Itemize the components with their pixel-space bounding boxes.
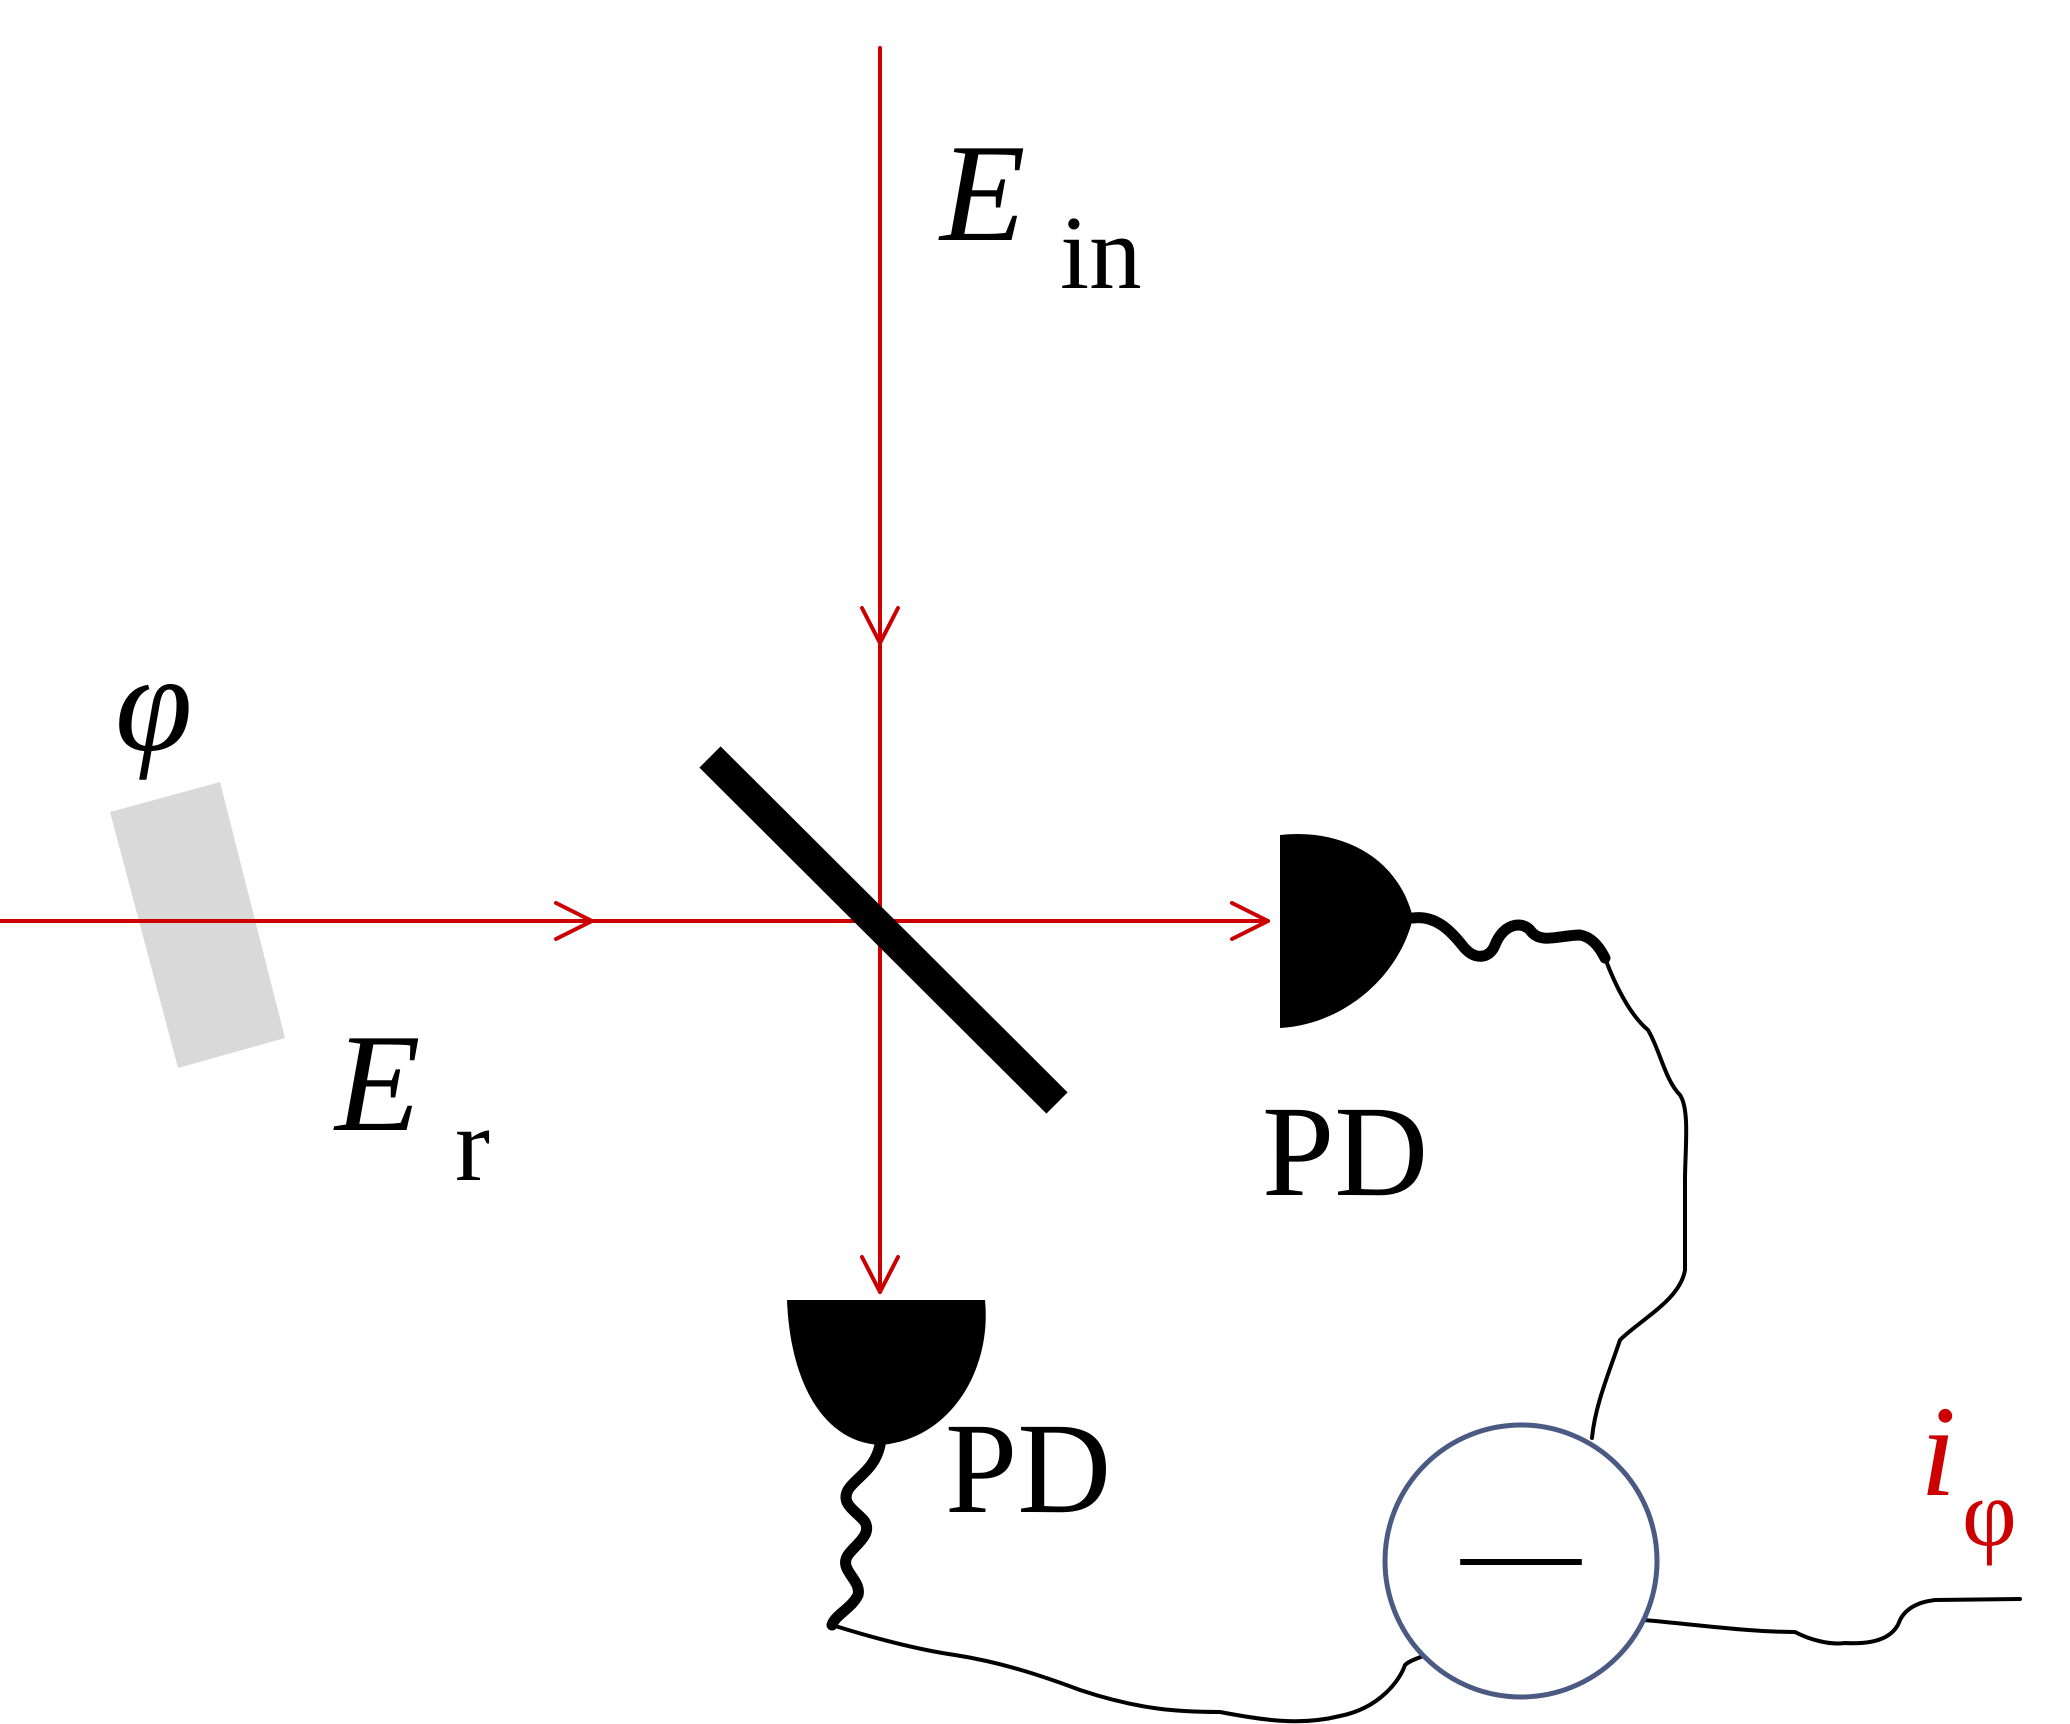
output-current-label: i φ [1920,1380,2017,1566]
optical-beams [0,46,1270,1294]
subtractor-minus-sign: — [1460,1483,1582,1616]
photodetector-bottom-label: PD [945,1397,1111,1541]
wire-right-detector-to-subtractor [1590,956,1689,1440]
arrow-right-detector-icon [1230,901,1270,941]
photodetector-bottom-icon [787,1300,986,1445]
input-field-symbol: E [938,116,1026,271]
phase-plate-icon [110,782,285,1068]
detector-cables-fuzzy [826,912,1611,1631]
output-current-subscript: φ [1962,1460,2017,1566]
wire-bottom-detector-to-subtractor [830,1623,1434,1724]
input-field-label: E in [938,116,1142,311]
bottom-detector-fuzzy-lead [826,1439,886,1631]
reference-field-subscript: r [455,1086,490,1203]
photodetector-right-label: PD [1262,1080,1428,1224]
wire-output [1642,1597,2022,1646]
subtractor-icon [1382,1422,1660,1700]
output-current-symbol: i [1920,1380,1956,1524]
input-field-subscript: in [1060,194,1142,311]
beam-splitter-icon [699,746,1068,1114]
arrow-right-left-icon [554,901,594,941]
reference-field-label: E r [333,1006,490,1203]
right-detector-fuzzy-lead [1407,912,1611,964]
reference-field-symbol: E [333,1006,421,1161]
photodetector-right-icon [1280,833,1413,1028]
arrow-down-upper-icon [860,606,900,645]
phase-label: φ [115,626,192,781]
signal-wires [830,956,2022,1724]
arrow-down-detector-icon [860,1255,900,1294]
